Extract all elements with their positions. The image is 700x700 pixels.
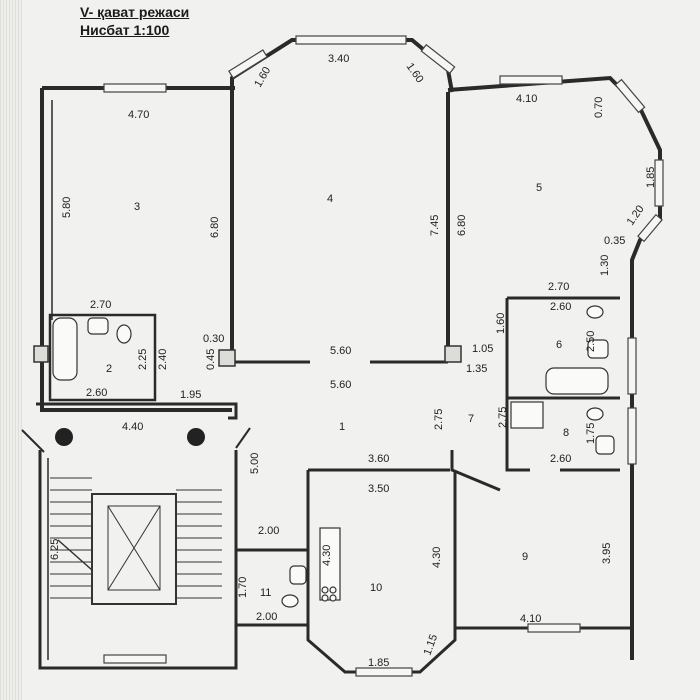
dim-label: 1.05 [472,343,493,355]
column-marker [55,428,73,446]
dim-label: 1.85 [645,167,657,188]
dim-label: 4.30 [431,547,443,568]
room-label: 9 [522,551,528,563]
dim-label: 3.95 [601,543,613,564]
dim-label: 2.25 [137,349,149,370]
dim-label: 2.75 [433,409,445,430]
dim-label: 6.80 [456,215,468,236]
dim-label: 0.35 [604,235,625,247]
columns [33,345,462,367]
dim-label: 0.45 [205,349,217,370]
dim-label: 2.60 [86,387,107,399]
dim-label: 1.15 [422,633,441,657]
plan-scale: Нисбат 1:100 [80,22,170,38]
dim-label: 5.60 [330,379,351,391]
dim-label: 1.60 [252,65,273,90]
dim-label: 5.80 [61,197,73,218]
room-label: 1 [339,421,345,433]
room-label: 4 [327,193,333,205]
dim-label: 5.00 [249,453,261,474]
dim-label: 1.30 [599,255,611,276]
dim-label: 4.10 [516,93,537,105]
room-label: 8 [563,427,569,439]
dim-label: 5.60 [330,345,351,357]
dim-label: 2.40 [157,349,169,370]
dim-label: 4.40 [122,421,143,433]
dim-label: 0.30 [203,333,224,345]
room-labels: 1 2 3 4 5 6 7 8 9 10 11 [106,182,569,599]
room-label: 3 [134,201,140,213]
room-label: 11 [260,587,271,599]
dim-label: 2.00 [258,525,279,537]
stairs [50,477,222,605]
dim-label: 1.70 [237,577,249,598]
dim-label: 7.45 [429,215,441,236]
dim-label: 2.00 [256,611,277,623]
dim-label: 1.20 [625,203,647,227]
room-label: 10 [370,582,382,594]
dim-label: 3.50 [368,483,389,495]
room-label: 5 [536,182,542,194]
column-marker [187,428,205,446]
dim-label: 1.95 [180,389,201,401]
dim-label: 2.75 [497,407,509,428]
dim-label: 6.80 [209,217,221,238]
dim-label: 2.50 [585,331,597,352]
plan-title: V- қават режаси [80,4,190,20]
dim-label: 2.70 [548,281,569,293]
dimensions: 4.70 5.80 6.80 3.40 1.60 1.60 7.45 5.60 … [49,53,657,669]
room-label: 6 [556,339,562,351]
room-label: 7 [468,413,474,425]
dim-label: 1.60 [495,313,507,334]
dim-label: 1.85 [368,657,389,669]
dim-label: 4.70 [128,109,149,121]
dim-label: 3.60 [368,453,389,465]
dim-label: 0.70 [593,97,605,118]
dim-label: 4.30 [321,545,333,566]
dim-label: 6.25 [49,539,61,560]
dim-label: 3.40 [328,53,349,65]
dim-label: 1.60 [404,61,426,85]
room-label: 2 [106,363,112,375]
windows [103,35,664,677]
dim-label: 1.35 [466,363,487,375]
dim-label: 2.60 [550,301,571,313]
dim-label: 2.60 [550,453,571,465]
dim-label: 4.10 [520,613,541,625]
dim-label: 1.75 [585,423,597,444]
fixtures [52,305,615,608]
dim-label: 2.70 [90,299,111,311]
